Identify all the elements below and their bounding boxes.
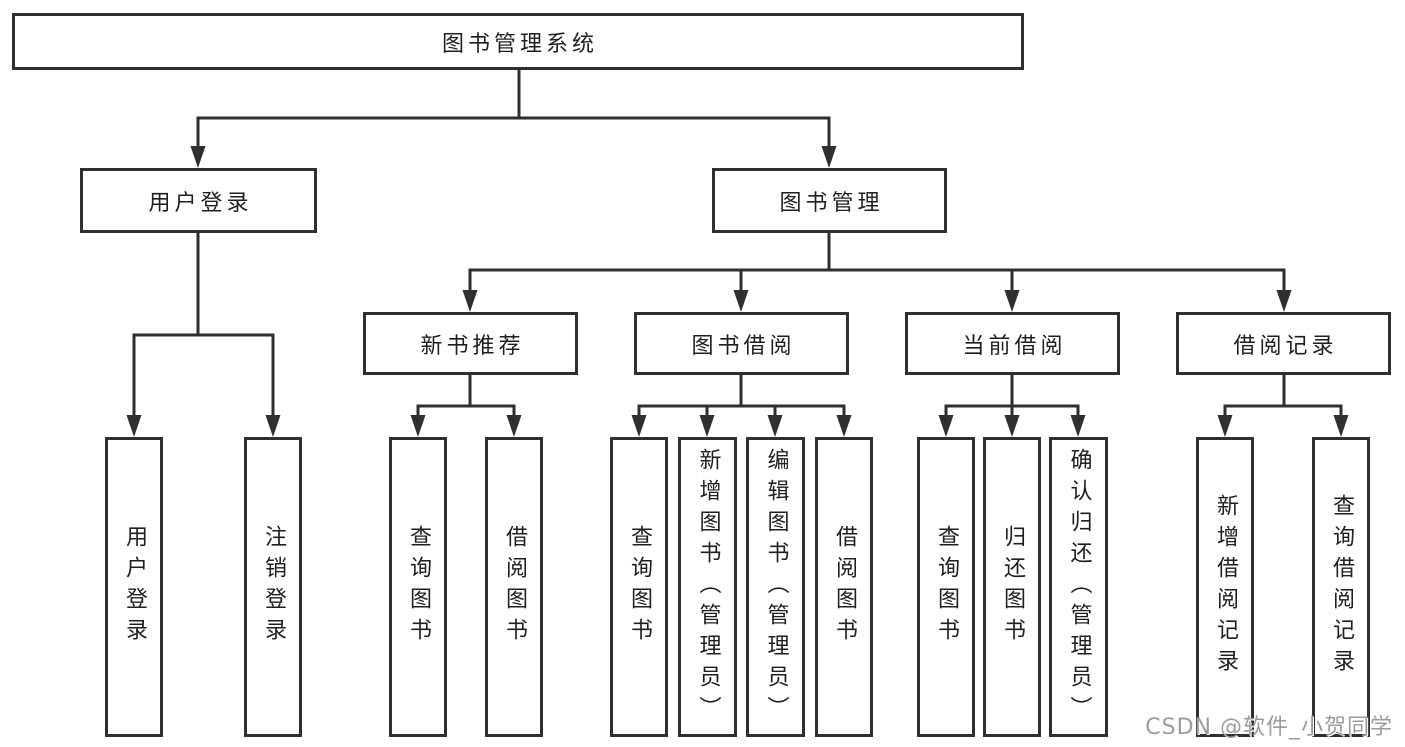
- node-new-book-recommend: 新书推荐: [363, 312, 578, 375]
- edge-borrowrecords-to-leaves: [1223, 373, 1343, 421]
- leaf-add-book-admin: 新增图书（管理员）: [678, 437, 737, 737]
- leaf-edit-book-admin: 编辑图书（管理员）: [746, 437, 805, 737]
- arrowhead: [821, 146, 837, 168]
- leaf-query-books-current-label: 查询图书: [934, 525, 959, 649]
- edge-root-to-level2: [196, 65, 831, 152]
- arrowhead: [1333, 415, 1349, 437]
- leaf-user-login-label: 用户登录: [122, 525, 147, 649]
- leaf-query-books-borrow: 查询图书: [610, 437, 668, 737]
- leaf-borrow-books-recommend: 借阅图书: [485, 437, 543, 737]
- leaf-query-books-recommend-label: 查询图书: [406, 525, 431, 649]
- edge-currentborrow-to-leaves: [944, 373, 1080, 421]
- arrowhead: [1217, 415, 1233, 437]
- edge-bookmgmt-to-level3: [468, 231, 1286, 296]
- leaf-query-books-borrow-label: 查询图书: [627, 525, 652, 649]
- node-book-management-label: 图书管理: [779, 190, 884, 216]
- arrowhead: [836, 415, 852, 437]
- node-current-borrow: 当前借阅: [905, 312, 1120, 375]
- leaf-borrow-book: 借阅图书: [815, 437, 873, 737]
- node-user-login: 用户登录: [80, 168, 317, 233]
- arrowhead: [190, 146, 206, 168]
- arrowhead: [1276, 290, 1292, 312]
- leaf-add-borrow-record-label: 新增借阅记录: [1213, 494, 1238, 680]
- leaf-logout-label: 注销登录: [261, 525, 286, 649]
- csdn-watermark: CSDN @软件_小贺同学: [1145, 715, 1393, 740]
- leaf-query-books-current: 查询图书: [917, 437, 975, 737]
- leaf-add-book-admin-label: 新增图书（管理员）: [695, 447, 721, 727]
- arrowhead: [410, 415, 426, 437]
- arrowhead: [631, 415, 647, 437]
- leaf-add-borrow-record: 新增借阅记录: [1196, 437, 1254, 737]
- leaf-query-books-recommend: 查询图书: [389, 437, 447, 737]
- leaf-confirm-return-admin-label: 确认归还（管理员）: [1066, 447, 1092, 727]
- edge-bookborrow-to-leaves: [637, 373, 846, 421]
- node-library-management-system: 图书管理系统: [12, 13, 1024, 70]
- edge-userlogin-to-leaves: [132, 231, 275, 421]
- arrowhead: [506, 415, 522, 437]
- leaf-query-borrow-record: 查询借阅记录: [1312, 437, 1370, 737]
- node-book-management: 图书管理: [712, 168, 947, 233]
- node-borrow-records: 借阅记录: [1176, 312, 1391, 375]
- arrowhead: [1004, 290, 1020, 312]
- leaf-edit-book-admin-label: 编辑图书（管理员）: [763, 447, 789, 727]
- leaf-logout: 注销登录: [244, 437, 302, 737]
- node-borrow-records-label: 借阅记录: [1233, 333, 1338, 359]
- arrowhead: [126, 415, 142, 437]
- node-book-borrow-label: 图书借阅: [691, 333, 796, 359]
- leaf-borrow-book-label: 借阅图书: [832, 525, 857, 649]
- leaf-return-book: 归还图书: [983, 437, 1041, 737]
- leaf-confirm-return-admin: 确认归还（管理员）: [1049, 437, 1108, 737]
- arrowhead: [938, 415, 954, 437]
- node-user-login-label: 用户登录: [148, 190, 253, 216]
- leaf-borrow-books-recommend-label: 借阅图书: [502, 525, 527, 649]
- arrowhead: [1070, 415, 1086, 437]
- leaf-user-login: 用户登录: [105, 437, 163, 737]
- node-current-borrow-label: 当前借阅: [962, 333, 1067, 359]
- node-new-book-recommend-label: 新书推荐: [420, 333, 525, 359]
- node-book-borrow: 图书借阅: [634, 312, 849, 375]
- arrowhead: [733, 290, 749, 312]
- arrowhead: [265, 415, 281, 437]
- arrowhead: [699, 415, 715, 437]
- arrowhead: [767, 415, 783, 437]
- leaf-query-borrow-record-label: 查询借阅记录: [1329, 494, 1354, 680]
- arrowhead: [1004, 415, 1020, 437]
- edge-newbook-to-leaves: [416, 373, 516, 421]
- leaf-return-book-label: 归还图书: [1000, 525, 1025, 649]
- node-library-management-system-label: 图书管理系统: [441, 31, 598, 57]
- arrowhead: [462, 290, 478, 312]
